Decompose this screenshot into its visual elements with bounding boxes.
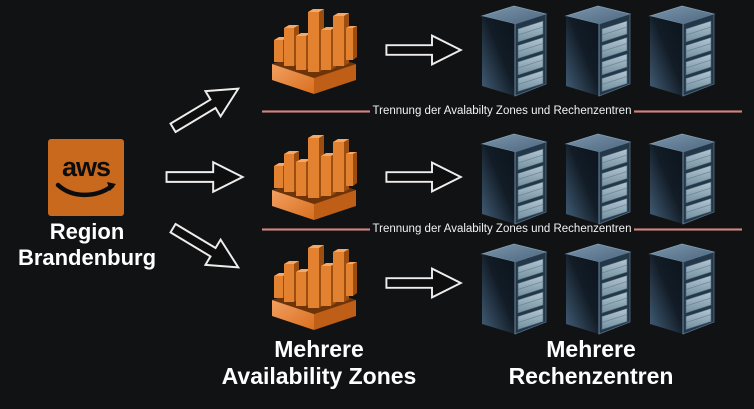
datacenters-label: Mehrere Rechenzentren [468,336,714,390]
datacenter-rack-group [478,131,718,225]
server-rack-icon [562,131,634,225]
datacenter-rack-group [478,3,718,97]
arrow-right-icon [384,158,464,196]
availability-zone-icon [268,6,360,96]
availability-zone-icon [268,132,360,222]
zone-separator: Trennung der Avalabilty Zones und Rechen… [262,220,743,238]
aws-smile-icon [55,182,116,198]
separator-line [634,227,743,231]
datacenters-label-line2: Rechenzentren [508,363,674,389]
arrow-right-icon [384,31,464,69]
aws-logo: aws [48,139,124,216]
zone-separator: Trennung der Avalabilty Zones und Rechen… [262,102,743,120]
server-rack-icon [478,131,550,225]
datacenter-rack-group [478,241,718,335]
server-rack-icon [646,241,718,335]
arrow-up-right-icon [156,68,255,147]
server-rack-icon [562,3,634,97]
datacenters-label-line1: Mehrere [546,336,636,362]
arrow-down-right-icon [156,208,255,287]
separator-line [634,109,743,113]
arrow-right-icon [162,159,248,195]
availability-zones-label-line2: Availability Zones [221,363,417,389]
separator-line [262,109,370,113]
aws-logo-text: aws [61,152,111,182]
separator-line [262,227,370,231]
region-label-line2: Brandenburg [17,245,157,270]
server-rack-icon [646,131,718,225]
availability-zone-icon [268,242,360,332]
region-label: Region Brandenburg [0,219,174,271]
separator-label: Trennung der Avalabilty Zones und Rechen… [372,105,632,117]
server-rack-icon [646,3,718,97]
separator-label: Trennung der Avalabilty Zones und Rechen… [372,223,632,235]
region-label-line1: Region [49,219,125,244]
arrow-right-icon [384,264,464,302]
server-rack-icon [478,3,550,97]
availability-zones-label-line1: Mehrere [274,336,364,362]
server-rack-icon [478,241,550,335]
availability-zones-label: Mehrere Availability Zones [196,336,442,390]
server-rack-icon [562,241,634,335]
